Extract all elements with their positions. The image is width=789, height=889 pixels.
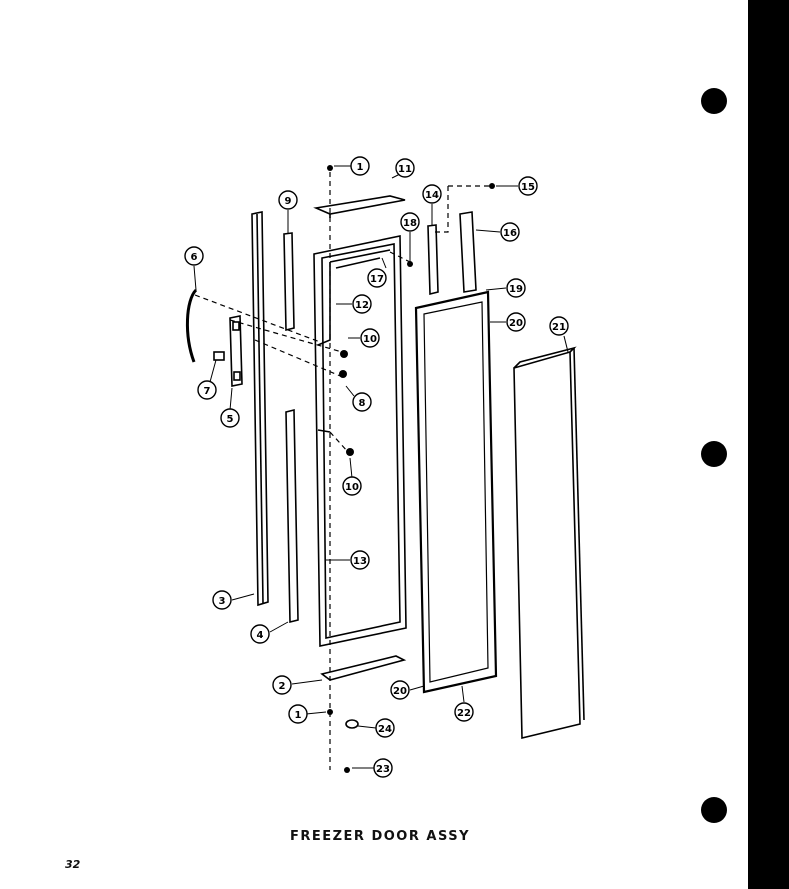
callout-13: 13 xyxy=(350,550,370,570)
outer-door-panel xyxy=(513,346,585,740)
punch-hole xyxy=(701,88,727,114)
leader-lines xyxy=(193,165,569,769)
callout-6: 6 xyxy=(184,246,204,266)
svg-text:23: 23 xyxy=(376,764,390,775)
svg-text:14: 14 xyxy=(425,190,439,201)
callout-7: 7 xyxy=(197,380,217,400)
screws xyxy=(327,165,495,773)
side-trim-strip xyxy=(251,211,269,607)
svg-text:4: 4 xyxy=(257,630,264,641)
svg-text:5: 5 xyxy=(227,414,234,425)
page-number: 32 xyxy=(65,858,81,871)
svg-text:12: 12 xyxy=(355,300,369,311)
callout-21: 21 xyxy=(549,316,569,336)
callout-20: 20 xyxy=(506,312,526,332)
callout-1b: 1 xyxy=(288,704,308,724)
door-liner-frame xyxy=(313,235,407,647)
callout-2: 2 xyxy=(272,675,292,695)
hinge-bushing xyxy=(345,719,359,729)
callout-23: 23 xyxy=(373,758,393,778)
svg-text:13: 13 xyxy=(353,556,367,567)
callout-20b: 20 xyxy=(390,680,410,700)
callout-16: 16 xyxy=(500,222,520,242)
svg-text:22: 22 xyxy=(457,708,471,719)
punch-hole xyxy=(701,797,727,823)
lower-trim-strip xyxy=(285,408,299,624)
svg-text:15: 15 xyxy=(521,182,535,193)
door-handle xyxy=(185,288,243,387)
diagram-title: FREEZER DOOR ASSY xyxy=(289,829,471,844)
svg-text:17: 17 xyxy=(370,274,384,285)
callout-4: 4 xyxy=(250,624,270,644)
callout-10b: 10 xyxy=(342,476,362,496)
bottom-hinge-bracket xyxy=(320,655,407,681)
binding-edge xyxy=(748,0,789,889)
svg-text:16: 16 xyxy=(503,228,517,239)
top-cap-strip xyxy=(459,211,477,293)
callout-1: 1 xyxy=(350,156,370,176)
callout-12: 12 xyxy=(352,294,372,314)
callout-15: 15 xyxy=(518,176,538,196)
svg-text:6: 6 xyxy=(191,252,198,263)
callout-22: 22 xyxy=(454,702,474,722)
callout-9: 9 xyxy=(278,190,298,210)
callout-8: 8 xyxy=(352,392,372,412)
upper-trim-strip xyxy=(283,232,295,332)
svg-text:24: 24 xyxy=(378,724,392,735)
svg-text:1: 1 xyxy=(295,710,302,721)
hinge-cover xyxy=(427,224,439,296)
svg-text:9: 9 xyxy=(285,196,292,207)
callouts: 1 11 9 18 14 15 16 6 17 12 19 20 21 10 7… xyxy=(184,156,569,778)
exploded-door-diagram: 1 11 9 18 14 15 16 6 17 12 19 20 21 10 7… xyxy=(184,156,585,778)
callout-14: 14 xyxy=(422,184,442,204)
callout-17: 17 xyxy=(367,268,387,288)
callout-3: 3 xyxy=(212,590,232,610)
svg-text:2: 2 xyxy=(279,681,286,692)
callout-19: 19 xyxy=(506,278,526,298)
svg-text:7: 7 xyxy=(204,386,211,397)
svg-text:11: 11 xyxy=(398,164,412,175)
callout-18: 18 xyxy=(400,212,420,232)
door-gasket xyxy=(414,290,498,694)
callout-24: 24 xyxy=(375,718,395,738)
svg-text:3: 3 xyxy=(219,596,226,607)
callout-10: 10 xyxy=(360,328,380,348)
callout-11: 11 xyxy=(395,158,415,178)
top-hinge-bracket xyxy=(313,195,406,218)
svg-text:1: 1 xyxy=(357,162,364,173)
svg-text:8: 8 xyxy=(359,398,366,409)
svg-text:20: 20 xyxy=(509,318,523,329)
punch-hole xyxy=(701,441,727,467)
callout-5: 5 xyxy=(220,408,240,428)
assembly-lines xyxy=(194,172,490,770)
svg-text:21: 21 xyxy=(552,322,566,333)
svg-text:20: 20 xyxy=(393,686,407,697)
svg-text:19: 19 xyxy=(509,284,523,295)
svg-text:18: 18 xyxy=(403,218,417,229)
svg-text:10: 10 xyxy=(345,482,359,493)
svg-text:10: 10 xyxy=(363,334,377,345)
